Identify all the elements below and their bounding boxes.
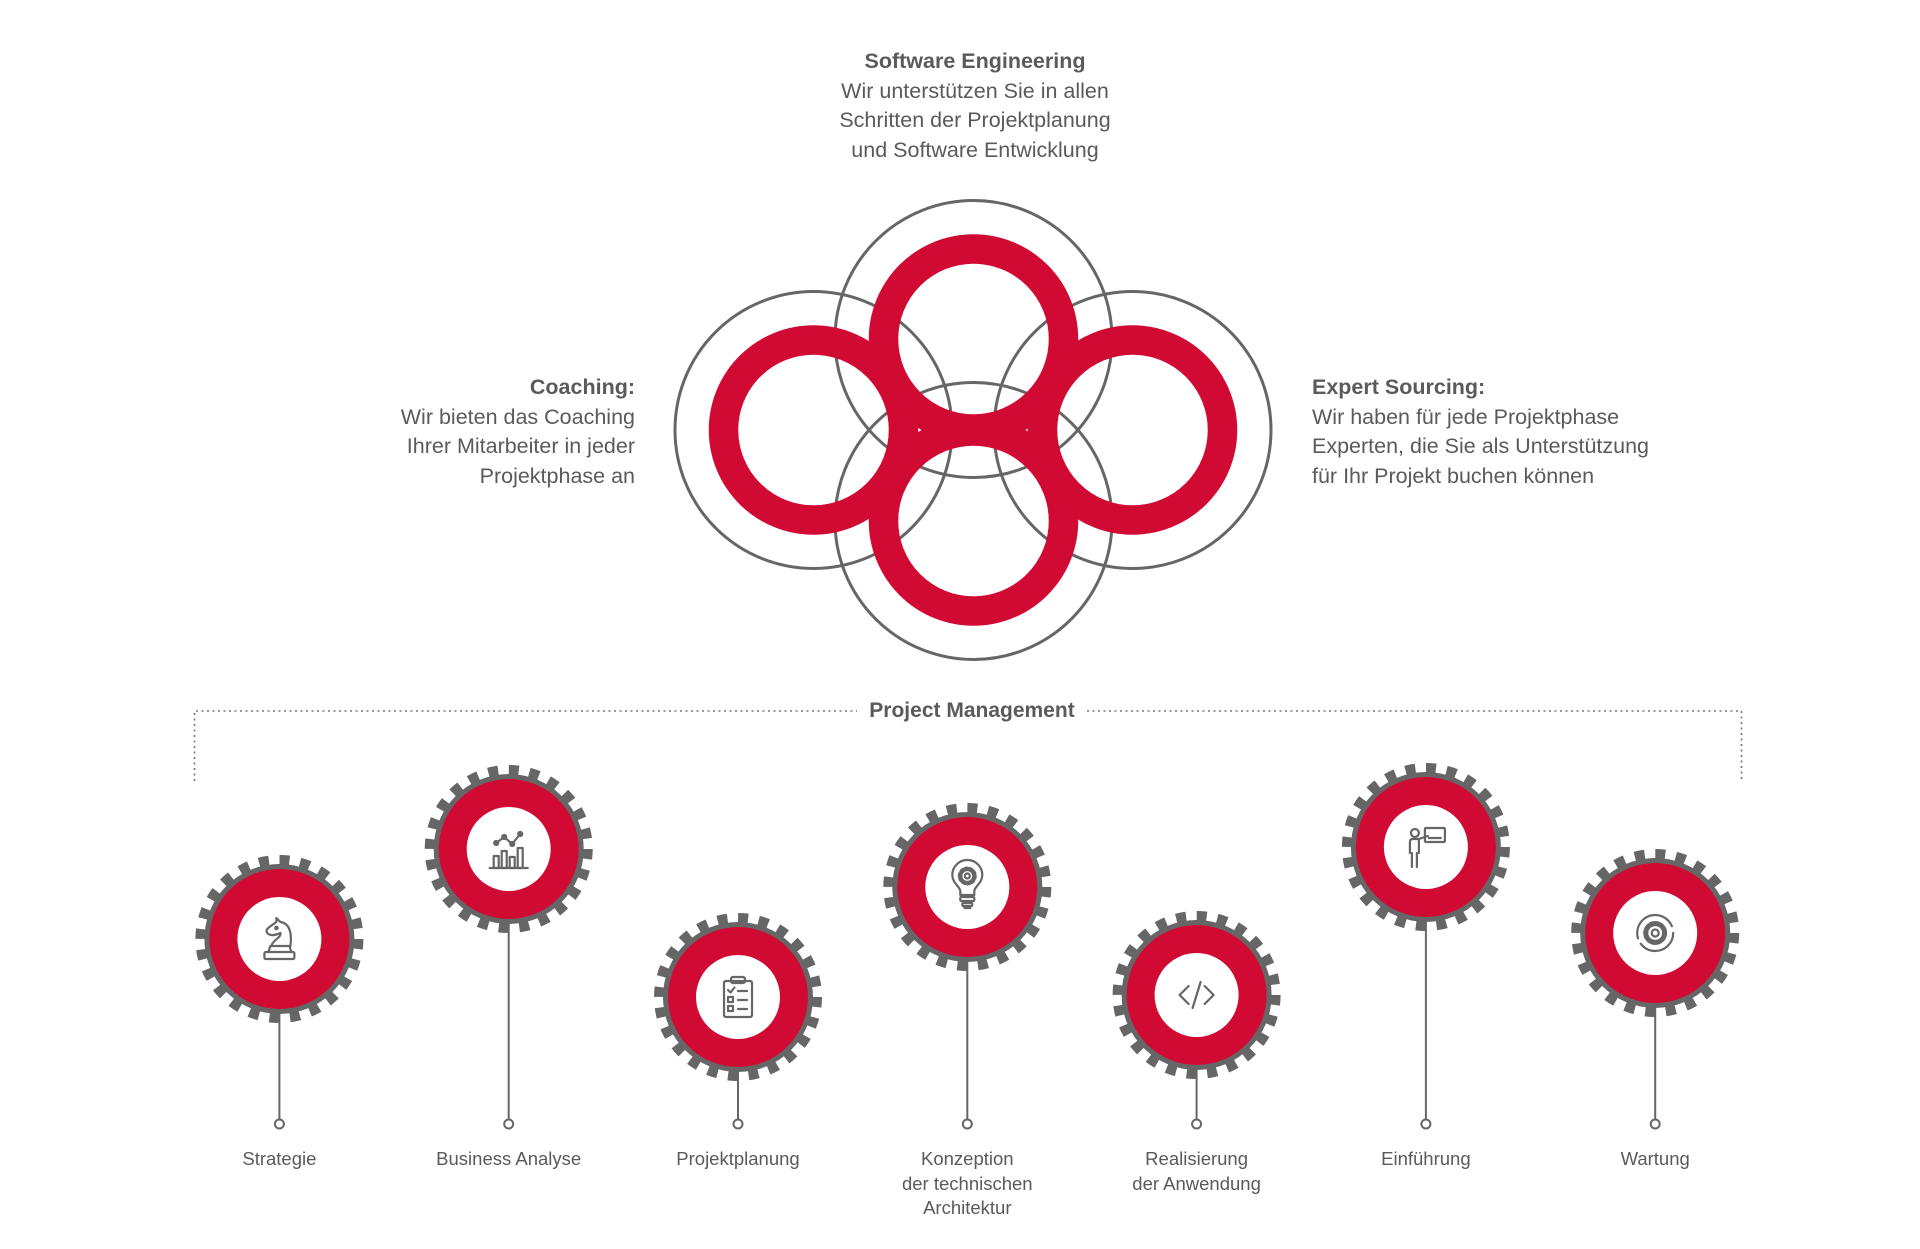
text-line: Schritten der Projektplanung [839,108,1111,132]
code-icon [1178,980,1215,1010]
expert-sourcing-title: Expert Sourcing: [1312,375,1486,399]
software-engineering-title: Software Engineering [864,49,1086,73]
gear-white-center [696,955,780,1039]
project-management-title: Project Management [857,699,1087,722]
gear-white-center [1383,805,1468,889]
stem-dot-business-analyse [503,1118,515,1130]
maintenance-gear-icon [1636,913,1675,953]
phase-label-projektplanung: Projektplanung [618,1147,858,1172]
gear-teeth [654,913,822,1081]
phase-label-konzeption: Konzeption der technischen Architektur [847,1147,1087,1221]
gear-einfuehrung [1341,763,1510,931]
software-engineering-text: Software Engineering Wir unterstützen Si… [675,47,1275,165]
phase-label-line: Wartung [1620,1148,1690,1169]
gear-teeth [883,803,1052,971]
coaching-title: Coaching: [529,375,635,399]
gear-konzeption [883,803,1052,971]
phase-label-line: Realisierung [1145,1148,1249,1169]
phase-label-line: Business Analyse [436,1148,582,1169]
phase-label-line: der Anwendung [1132,1172,1261,1194]
project-management-label: Project Management [772,698,1172,724]
text-line: Ihrer Mitarbeiter in jeder [406,434,635,458]
chess-knight-icon [263,916,296,961]
coaching-text: Coaching: Wir bieten das Coaching Ihrer … [135,373,635,491]
stem-dot-strategie [273,1118,285,1130]
text-line: Wir unterstützen Sie in allen [841,78,1109,103]
text-line: Wir haben für jede Projektphase [1312,404,1620,429]
stem-dot-projektplanung [732,1118,744,1130]
stem-dot-wartung [1649,1118,1661,1130]
presenter-board-icon [1408,826,1447,869]
expert-sourcing-text: Expert Sourcing: Wir haben für jede Proj… [1312,373,1872,491]
gear-white-center [237,897,322,981]
phase-label-line: der technischen [901,1172,1033,1194]
text-line: Wir bieten das Coaching [400,404,635,429]
phase-label-business-analyse: Business Analyse [389,1147,629,1172]
red-ring-bottom [868,416,1079,626]
gear-white-center [466,807,551,891]
gear-white-center [925,845,1010,929]
gear-teeth [195,855,364,1023]
gear-teeth [1112,911,1281,1079]
gear-wartung [1571,849,1740,1017]
stem-dot-konzeption [961,1118,973,1130]
phase-label-line: Einführung [1381,1148,1471,1169]
phase-label-realisierung: Realisierung der Anwendung [1077,1147,1317,1196]
text-line: und Software Entwicklung [851,137,1099,162]
gear-strategie [195,855,364,1023]
phase-label-einfuehrung: Einführung [1306,1147,1546,1172]
red-ring-top [868,234,1079,444]
phase-label-strategie: Strategie [159,1147,399,1172]
red-ring-left [708,325,919,535]
text-line: für Ihr Projekt buchen können [1312,463,1595,488]
phase-label-wartung: Wartung [1535,1147,1775,1172]
gear-business-analyse [424,765,593,933]
phase-label-line: Projektplanung [676,1148,800,1169]
bar-chart-icon [488,830,529,870]
phase-label-line: Strategie [242,1148,317,1169]
stem-dot-einfuehrung [1420,1118,1432,1130]
gear-teeth [1341,763,1510,931]
lightbulb-gear-icon [951,858,984,910]
gear-teeth [424,765,593,933]
text-line: Experten, die Sie als Unterstützung [1312,434,1650,458]
phase-label-line: Konzeption [921,1148,1014,1169]
gear-teeth [1571,849,1740,1017]
stem-dot-realisierung [1191,1118,1203,1130]
gear-realisierung [1112,911,1281,1079]
text-line: Projektphase an [479,463,635,488]
gear-projektplanung [654,913,822,1081]
gear-white-center [1613,891,1698,975]
red-ring-right [1027,325,1238,535]
clipboard-checklist-icon [722,975,754,1019]
phase-label-line: Architektur [923,1197,1012,1219]
